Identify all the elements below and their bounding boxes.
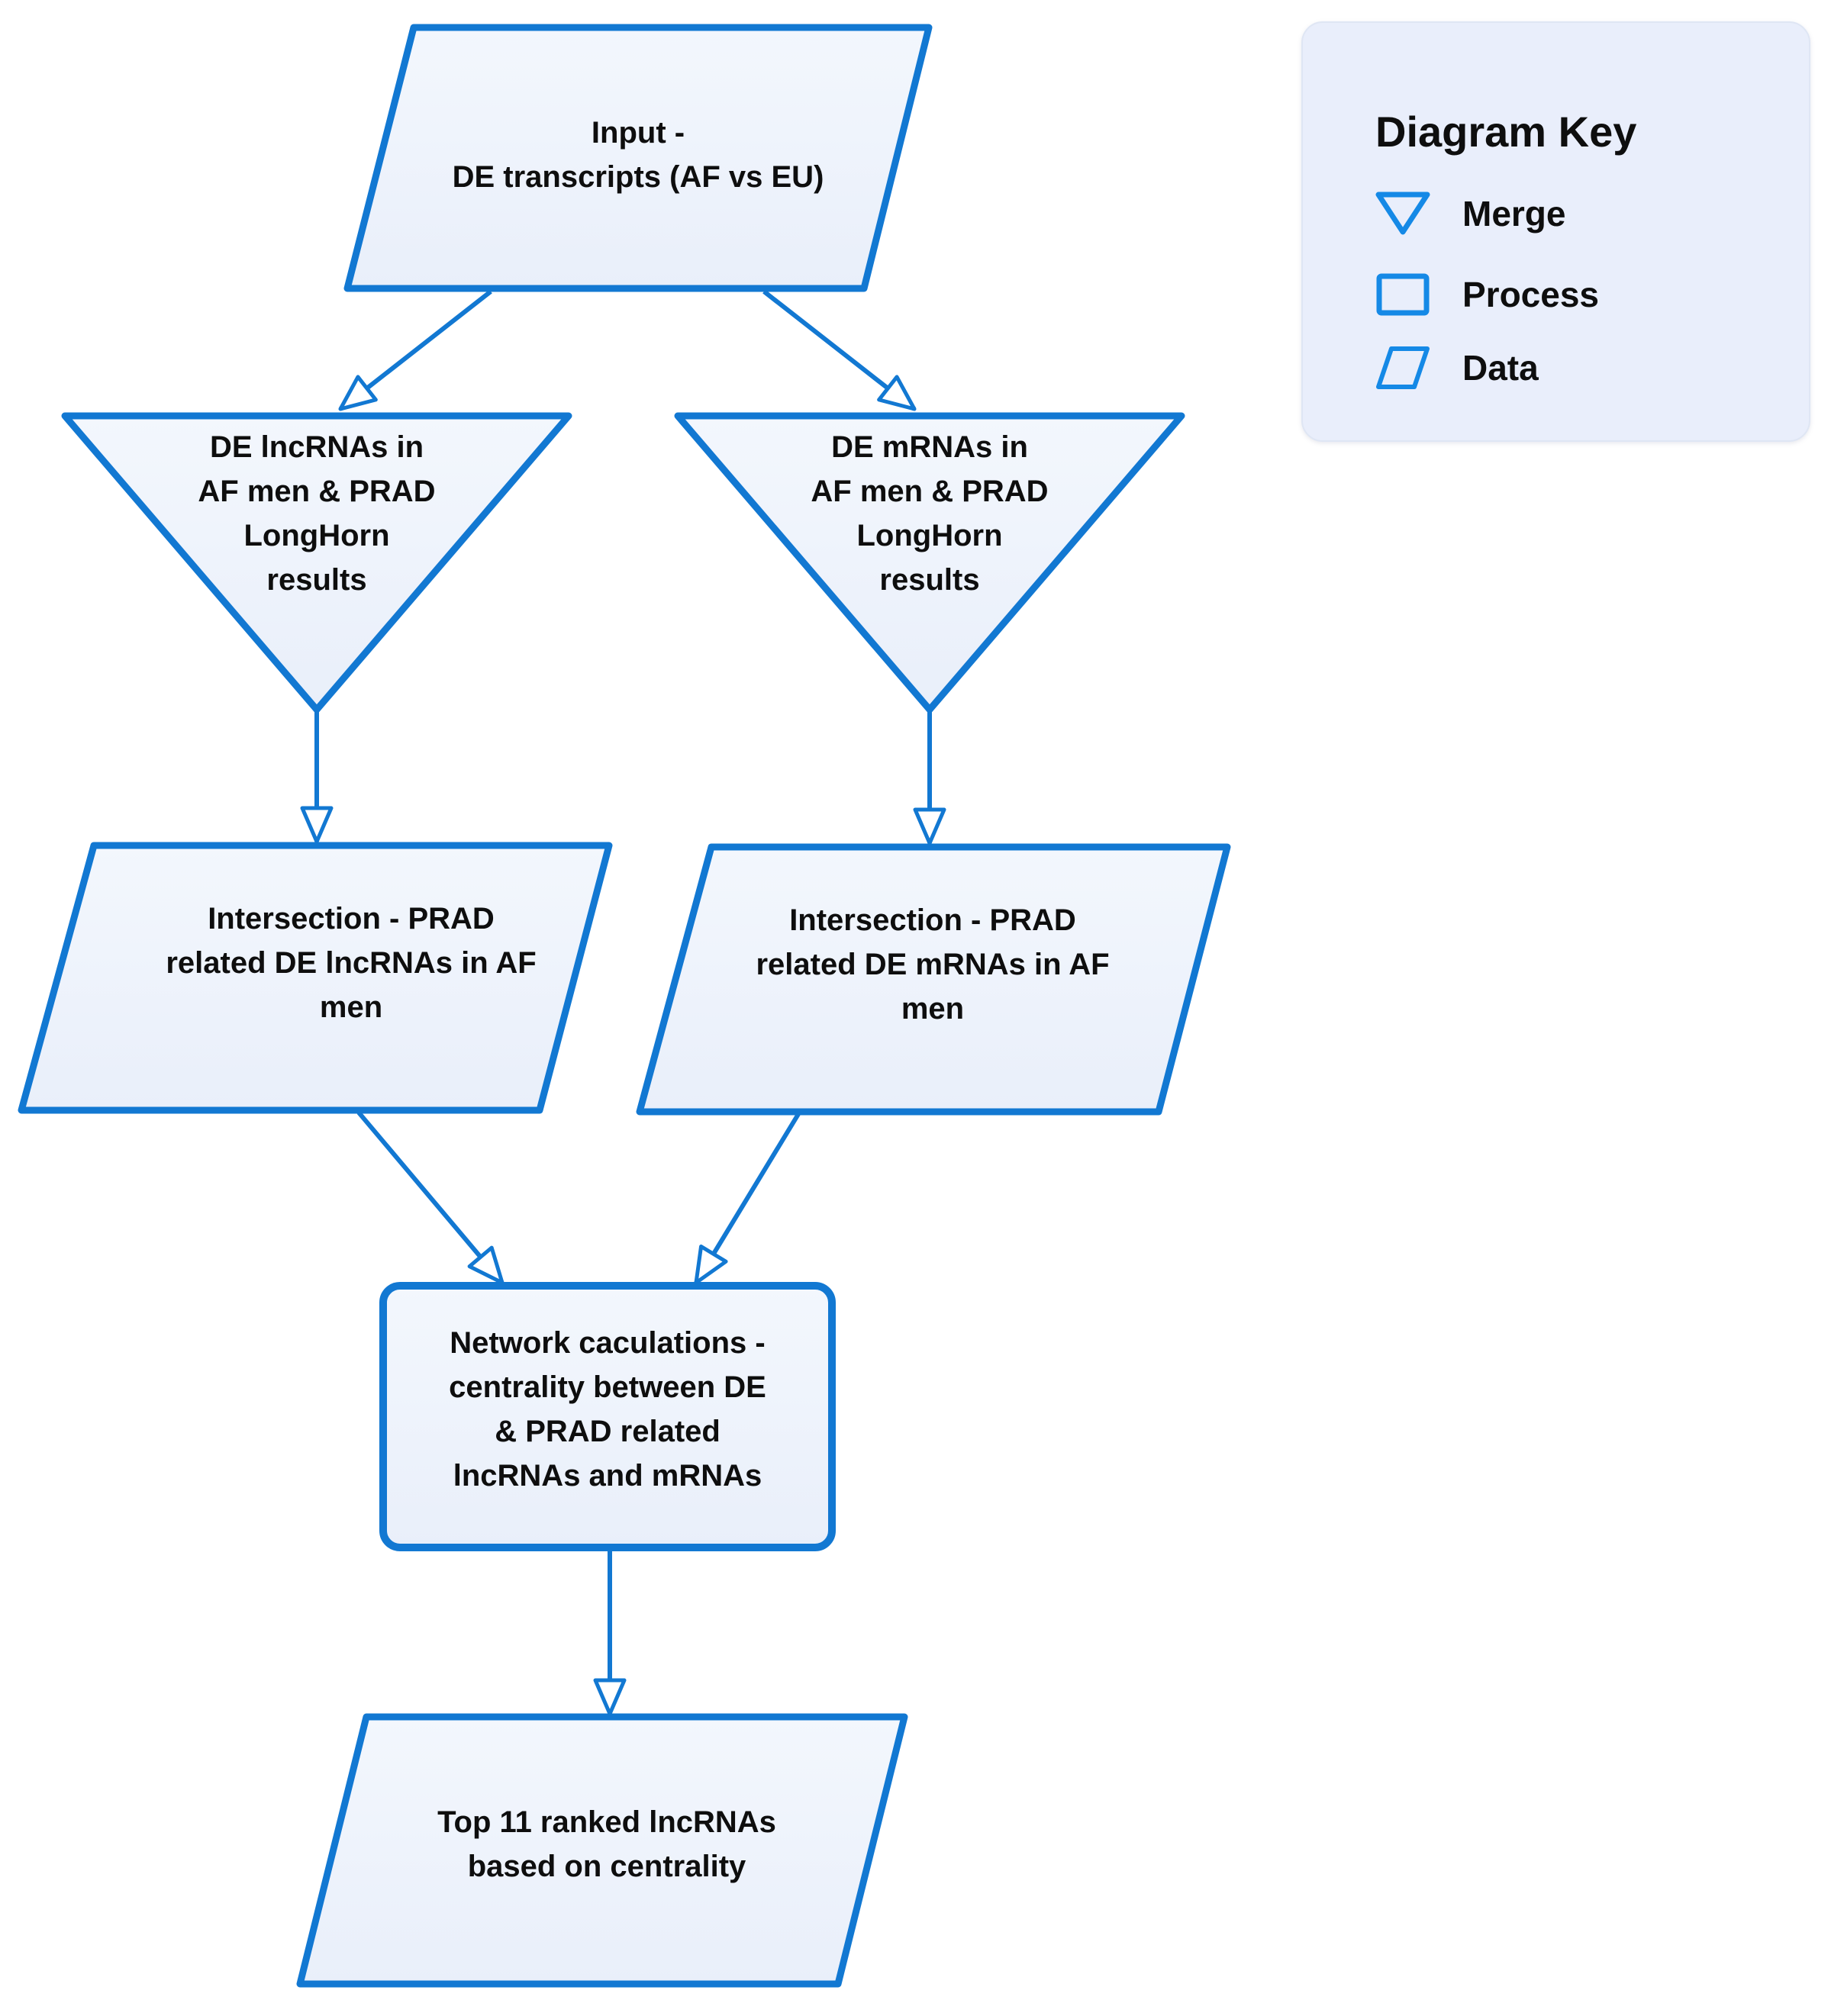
key-label-merge: Merge — [1462, 194, 1566, 233]
output-node-label: Top 11 ranked lncRNAs based on centralit… — [437, 1805, 776, 1883]
network-process-rectangle — [379, 1282, 836, 1551]
diagram-key: Diagram Key Merge Process — [1301, 21, 1810, 442]
edge-input-to-merge-mrnas — [762, 289, 917, 411]
network-node-label: Network caculations - centrality between… — [449, 1326, 766, 1493]
process-rectangle-icon — [1375, 272, 1430, 317]
intersection-lncrnas-node-label: Intersection - PRAD related DE lncRNAs i… — [166, 902, 537, 1024]
key-row-data: Data — [1375, 340, 1539, 395]
edges — [300, 289, 946, 1716]
intersection-mrnas-parallelogram — [636, 843, 1231, 1116]
edge-input-to-merge-lncrnas — [338, 289, 492, 411]
nodes — [18, 24, 1231, 1988]
edge-intersection-mrnas-to-network — [694, 1113, 801, 1285]
merge-mrnas-triangle — [674, 412, 1185, 713]
key-label-process: Process — [1462, 275, 1600, 314]
merge-lncrnas-node-label: DE lncRNAs in AF men & PRAD LongHorn res… — [198, 430, 436, 597]
input-node-label: Input - DE transcripts (AF vs EU) — [452, 116, 824, 194]
output-data-parallelogram — [296, 1713, 908, 1988]
edge-intersection-lncrnas-to-network — [356, 1111, 505, 1285]
data-parallelogram-icon — [1375, 346, 1430, 390]
input-data-parallelogram — [343, 24, 933, 292]
intersection-mrnas-node-label: Intersection - PRAD related DE mRNAs in … — [756, 903, 1110, 1026]
key-label-data: Data — [1462, 348, 1539, 388]
merge-lncrnas-triangle — [61, 412, 572, 713]
intersection-lncrnas-parallelogram — [18, 842, 613, 1114]
merge-mrnas-node-label: DE mRNAs in AF men & PRAD LongHorn resul… — [811, 430, 1049, 597]
key-row-merge: Merge — [1375, 186, 1565, 241]
merge-triangle-icon — [1375, 192, 1430, 236]
key-row-process: Process — [1375, 267, 1599, 322]
diagram-key-title: Diagram Key — [1375, 108, 1637, 156]
